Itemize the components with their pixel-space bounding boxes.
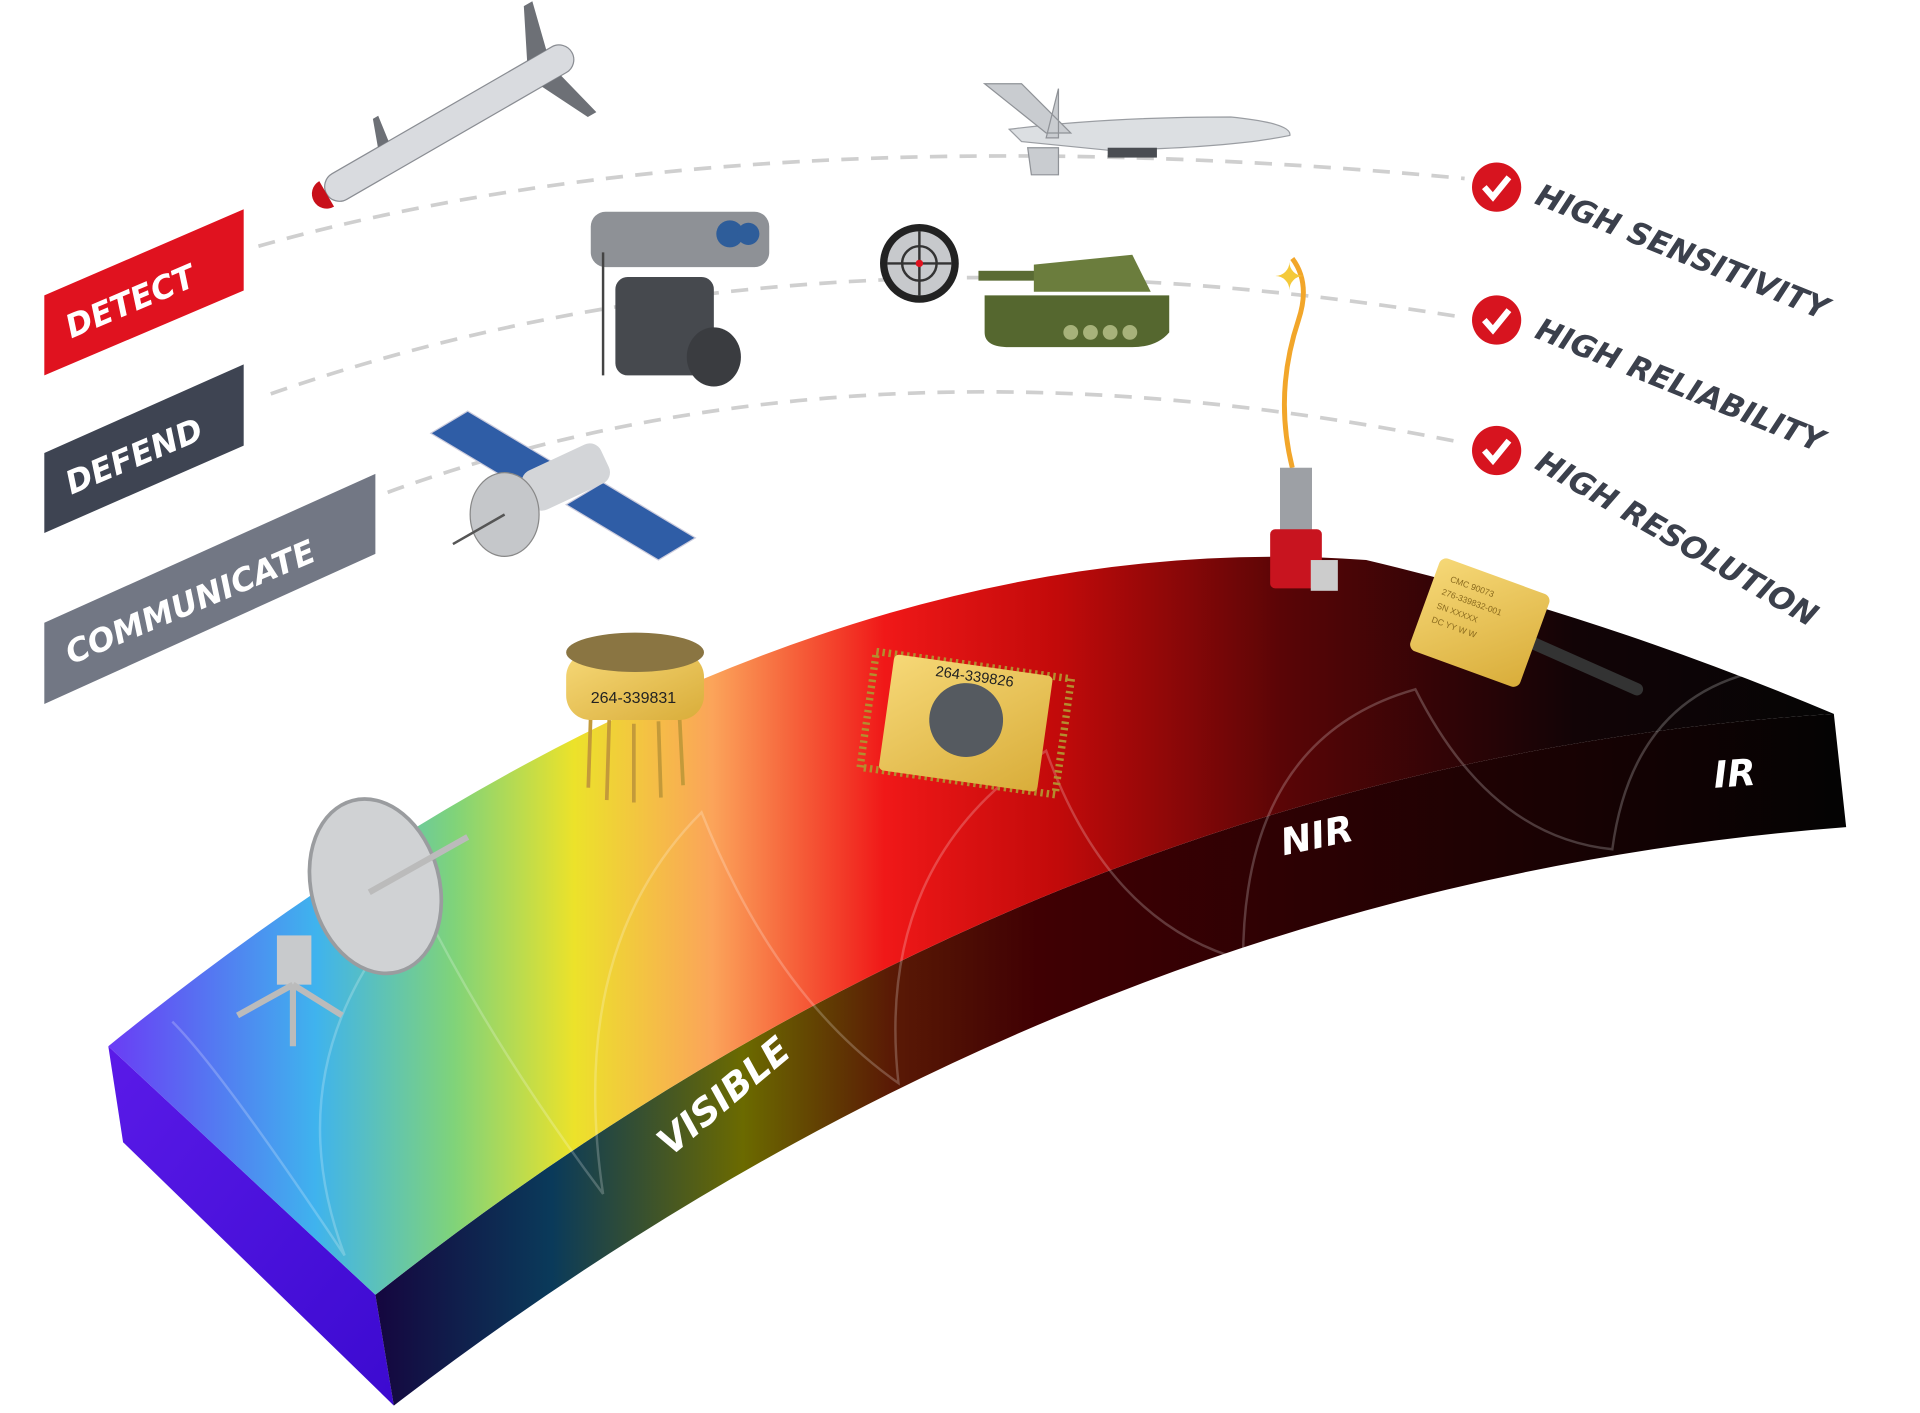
check-icon [1472, 295, 1522, 345]
target-icon [880, 224, 959, 303]
check-icon [1472, 162, 1522, 212]
missile-icon [311, 1, 597, 209]
to-can-part-number: 264-339831 [591, 690, 677, 707]
drone-icon [982, 83, 1291, 176]
chip-package-device: 264-339826 [855, 647, 1076, 799]
laser-source-icon: ✦ [1270, 256, 1338, 591]
benefit-reliability: HIGH RELIABILITY [1472, 295, 1832, 461]
tank-icon [978, 254, 1170, 348]
band-top-face [108, 556, 1834, 1295]
svg-text:HIGH SENSITIVITY: HIGH SENSITIVITY [1531, 177, 1837, 328]
banner-defend: DEFEND [44, 364, 244, 533]
benefit-sensitivity: HIGH SENSITIVITY [1472, 162, 1837, 329]
label-ir: IR [1712, 751, 1757, 797]
band-front-face [375, 713, 1847, 1406]
satellite-icon [429, 410, 697, 561]
banner-detect: DETECT [44, 209, 244, 376]
check-icon [1472, 425, 1522, 476]
rangefinder-icon [590, 211, 770, 387]
svg-text:✦: ✦ [1274, 256, 1305, 297]
svg-text:HIGH RESOLUTION: HIGH RESOLUTION [1530, 443, 1824, 634]
butterfly-module-device: CMC 90073 276-339832-001 SN XXXXX DC YY … [1410, 558, 1644, 696]
to-can-device: 264-339831 [566, 632, 704, 803]
spectrum-band: VISIBLE NIR IR [108, 556, 1920, 1406]
dish-antenna-icon [236, 797, 470, 1047]
band-side-face [108, 1046, 394, 1406]
connector-arcs [257, 154, 1465, 495]
svg-text:HIGH RELIABILITY: HIGH RELIABILITY [1531, 311, 1832, 461]
